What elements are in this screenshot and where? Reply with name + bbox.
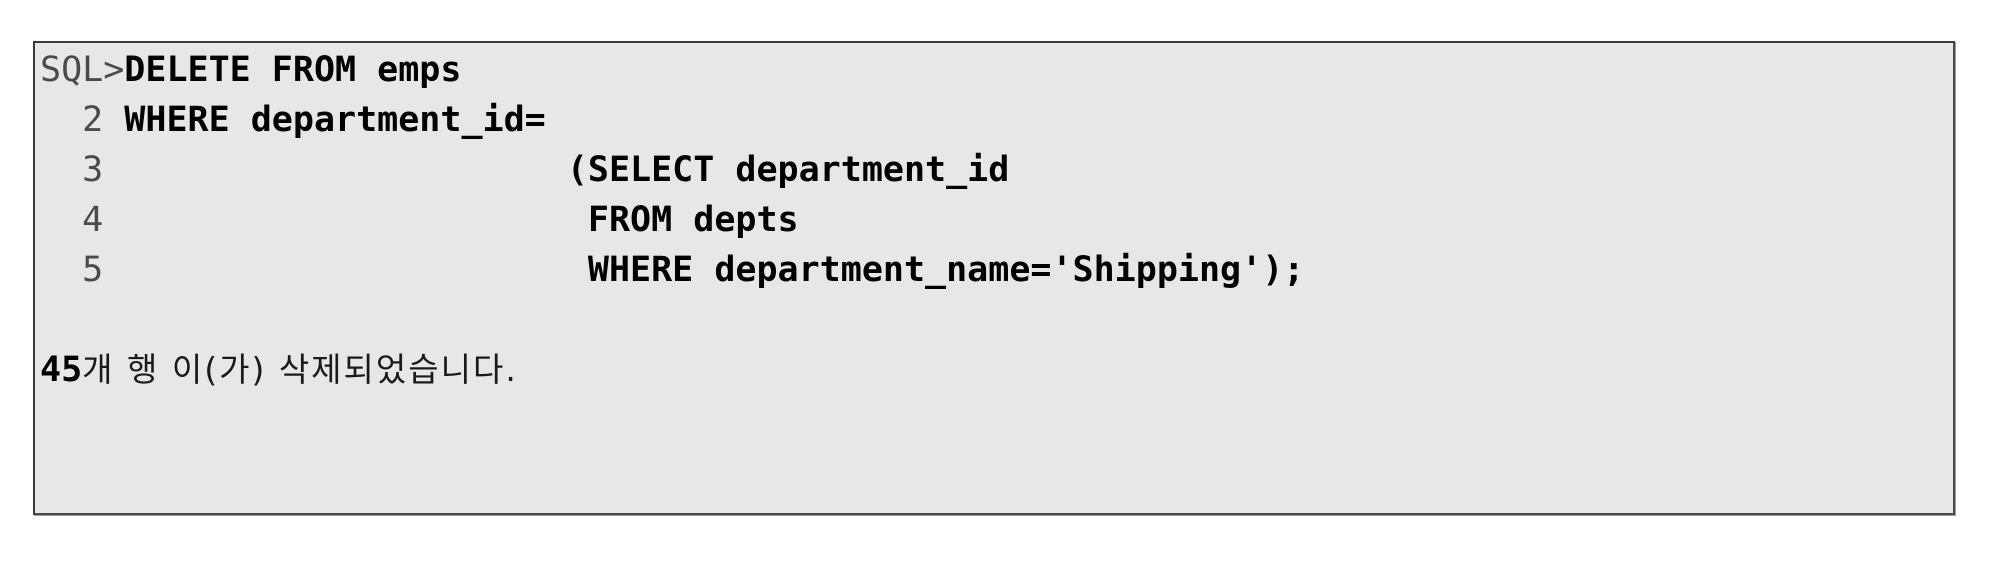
console-line-indent bbox=[124, 200, 588, 240]
console-line-number: 3 bbox=[40, 150, 125, 190]
console-line-number: 4 bbox=[40, 200, 125, 240]
console-line-text: FROM depts bbox=[587, 200, 799, 240]
console-line-number: 2 bbox=[40, 100, 125, 140]
console-line-text: WHERE department_id= bbox=[124, 100, 546, 140]
sql-console-panel[interactable]: SQL>DELETE FROM emps 2 WHERE department_… bbox=[33, 41, 1955, 515]
console-line: 3 (SELECT department_id bbox=[40, 145, 1951, 195]
deleted-row-count: 45 bbox=[40, 350, 83, 390]
console-line: 2 WHERE department_id= bbox=[40, 95, 1951, 145]
console-line: 4 FROM depts bbox=[40, 195, 1951, 245]
console-result-message: 45개 행 이(가) 삭제되었습니다. bbox=[40, 345, 1951, 395]
console-output-area[interactable]: SQL>DELETE FROM emps 2 WHERE department_… bbox=[40, 45, 1951, 511]
console-line: 5 WHERE department_name='Shipping'); bbox=[40, 245, 1951, 295]
console-line-text: DELETE FROM emps bbox=[124, 50, 462, 90]
deleted-row-message: 개 행 이(가) 삭제되었습니다. bbox=[82, 350, 518, 389]
console-line-indent bbox=[124, 250, 588, 290]
console-line: SQL>DELETE FROM emps bbox=[40, 45, 1951, 95]
console-prompt: SQL> bbox=[40, 50, 125, 90]
console-line-text: WHERE department_name='Shipping'); bbox=[587, 250, 1305, 290]
console-blank-line bbox=[40, 295, 1951, 345]
console-line-text: (SELECT department_id bbox=[566, 150, 1010, 190]
console-line-indent bbox=[124, 150, 567, 190]
console-line-number: 5 bbox=[40, 250, 125, 290]
